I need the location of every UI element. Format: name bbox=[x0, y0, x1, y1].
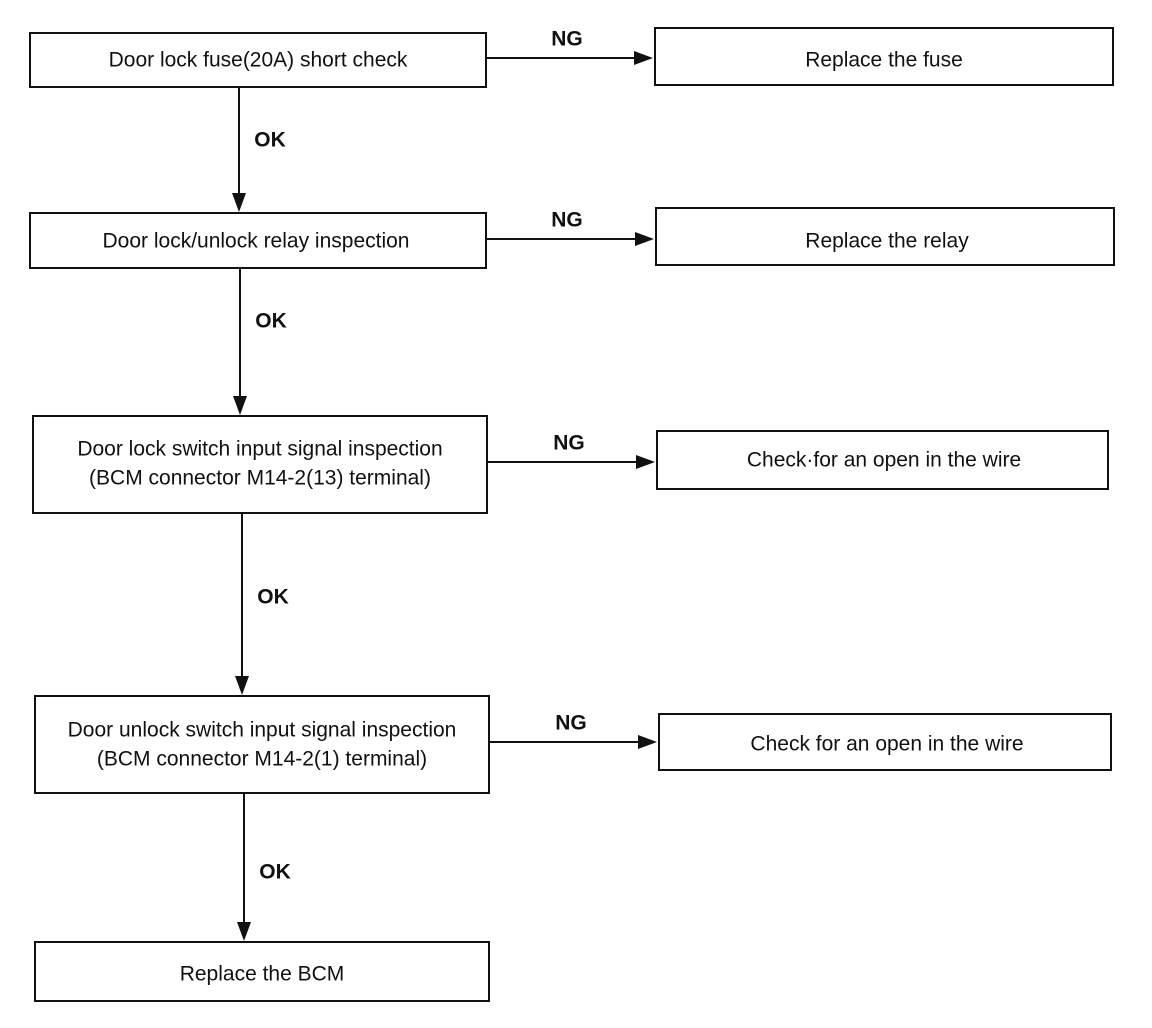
step-replace-fuse-text: Replace the fuse bbox=[805, 49, 963, 72]
edge-unlock-ng-label: NG bbox=[555, 712, 587, 735]
edge-lock-ng: NG bbox=[487, 432, 655, 469]
step-lock-switch-inspection-line-1: Door lock switch input signal inspection bbox=[77, 438, 442, 461]
edge-lock-ok-arrowhead bbox=[235, 676, 249, 695]
edge-unlock-ok-label: OK bbox=[259, 861, 291, 884]
step-lock-wire-check-text: Check·for an open in the wire bbox=[747, 449, 1021, 472]
edge-fuse-ng-arrowhead bbox=[634, 51, 653, 65]
edge-fuse-ok-arrowhead bbox=[232, 193, 246, 212]
step-unlock-wire-check: Check for an open in the wire bbox=[658, 713, 1112, 771]
edge-relay-ok: OK bbox=[233, 268, 287, 415]
step-unlock-switch-inspection: Door unlock switch input signal inspecti… bbox=[34, 695, 490, 794]
step-lock-wire-check: Check·for an open in the wire bbox=[656, 430, 1109, 490]
step-fuse-check: Door lock fuse(20A) short check bbox=[29, 32, 487, 88]
edge-fuse-ng-label: NG bbox=[551, 28, 583, 51]
step-fuse-check-text: Door lock fuse(20A) short check bbox=[109, 49, 408, 72]
edge-fuse-ok-label: OK bbox=[254, 129, 286, 152]
edge-unlock-ok-arrowhead bbox=[237, 922, 251, 941]
edge-relay-ng-label: NG bbox=[551, 209, 583, 232]
edge-unlock-ok: OK bbox=[237, 793, 291, 941]
step-unlock-switch-inspection-line-1: Door unlock switch input signal inspecti… bbox=[68, 719, 457, 742]
step-lock-switch-inspection-line-2: (BCM connector M14-2(13) terminal) bbox=[89, 467, 431, 490]
edge-lock-ok: OK bbox=[235, 513, 289, 695]
step-replace-relay-text: Replace the relay bbox=[805, 230, 969, 253]
step-unlock-wire-check-text: Check for an open in the wire bbox=[750, 733, 1023, 756]
edge-lock-ng-arrowhead bbox=[636, 455, 655, 469]
step-relay-inspection: Door lock/unlock relay inspection bbox=[29, 212, 487, 269]
edge-relay-ng: NG bbox=[486, 209, 654, 246]
edge-unlock-ng: NG bbox=[489, 712, 657, 749]
edge-fuse-ok: OK bbox=[232, 87, 286, 212]
step-relay-inspection-text: Door lock/unlock relay inspection bbox=[103, 230, 410, 253]
edge-relay-ok-arrowhead bbox=[233, 396, 247, 415]
edge-relay-ok-label: OK bbox=[255, 310, 287, 333]
edge-lock-ng-label: NG bbox=[553, 432, 585, 455]
step-replace-fuse: Replace the fuse bbox=[654, 27, 1114, 86]
step-replace-relay: Replace the relay bbox=[655, 207, 1115, 266]
step-replace-bcm: Replace the BCM bbox=[34, 941, 490, 1002]
step-replace-bcm-text: Replace the BCM bbox=[180, 963, 345, 986]
edge-fuse-ng: NG bbox=[486, 28, 653, 65]
edge-unlock-ng-arrowhead bbox=[638, 735, 657, 749]
step-lock-switch-inspection: Door lock switch input signal inspection… bbox=[32, 415, 488, 514]
edge-lock-ok-label: OK bbox=[257, 586, 289, 609]
edge-relay-ng-arrowhead bbox=[635, 232, 654, 246]
step-unlock-switch-inspection-line-2: (BCM connector M14-2(1) terminal) bbox=[97, 748, 427, 771]
